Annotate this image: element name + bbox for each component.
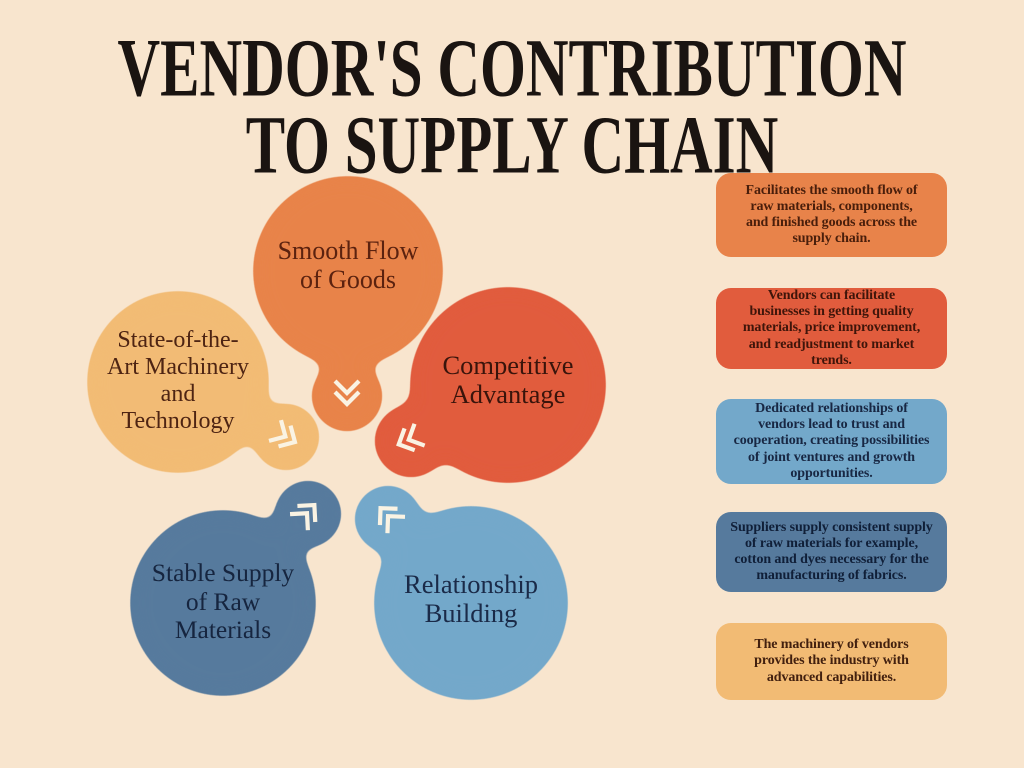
bubble-label-machinery: State-of-the- Art Machinery and Technolo… (107, 327, 249, 434)
page-title: VENDOR'S CONTRIBUTION TO SUPPLY CHAIN (117, 21, 907, 191)
bubble-label-stable-supply: Stable Supply of Raw Materials (151, 558, 295, 645)
chevron-up-right-icon (289, 502, 318, 531)
detail-card-stable-supply: Suppliers supply consistent supply of ra… (716, 512, 947, 592)
detail-card-competitive: Vendors can facilitate businesses in get… (716, 288, 947, 369)
bubble-label-competitive: Competitive Advantage (442, 350, 574, 410)
chevron-up-left-icon (377, 505, 406, 534)
chevron-right-down-icon (268, 419, 298, 449)
bubble-label-relationship: Relationship Building (404, 569, 538, 629)
bubble-smooth-flow-of-goods (254, 177, 442, 431)
detail-card-smooth-flow: Facilitates the smooth flow of raw mater… (716, 173, 947, 257)
detail-card-machinery: The machinery of vendors provides the in… (716, 623, 947, 700)
chevron-down-icon (333, 379, 361, 407)
detail-card-relationship: Dedicated relationships of vendors lead … (716, 399, 947, 484)
chevron-icons (268, 379, 426, 534)
chevron-left-down-icon (396, 423, 426, 453)
bubble-label-smooth-flow: Smooth Flow of Goods (277, 236, 419, 294)
